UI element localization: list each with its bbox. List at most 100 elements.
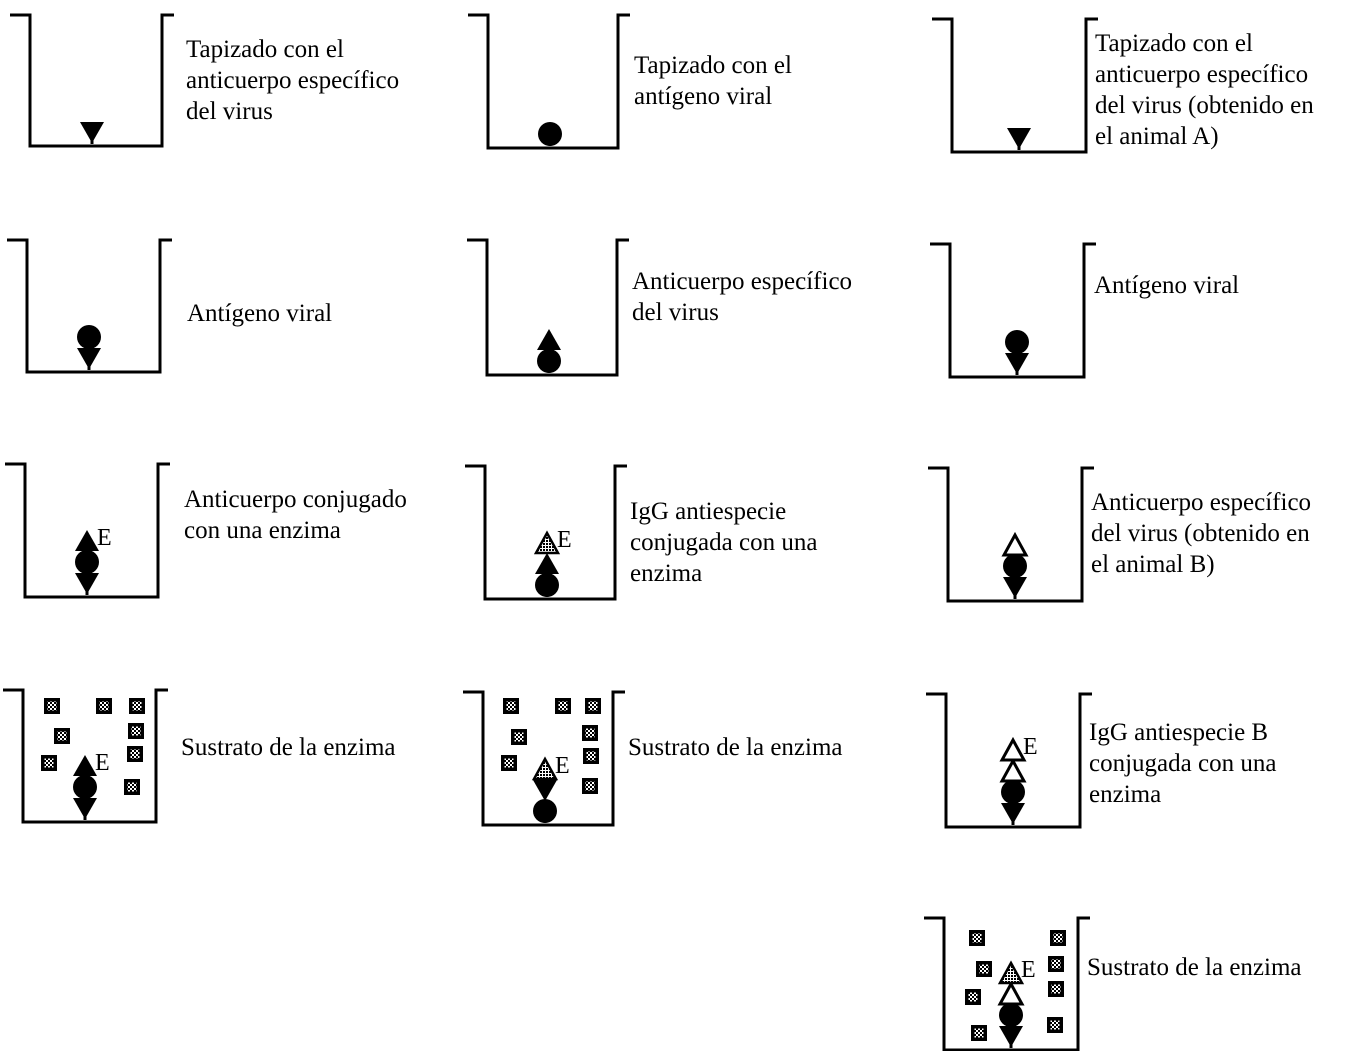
capture-antibody-triangle [1003, 577, 1027, 598]
well-outline [3, 688, 168, 824]
viral-antigen-circle [999, 1003, 1023, 1027]
conjugated-antibody-triangle [531, 756, 559, 781]
capture-antibody-triangle [1007, 128, 1031, 149]
antibody-animal-b-triangle [1001, 531, 1029, 557]
capture-antibody-triangle [80, 122, 104, 143]
substrate-square-center [1053, 933, 1063, 943]
label-line: conjugada con una [1089, 750, 1277, 777]
well-col1-step4: E [3, 688, 168, 824]
step-label-col2-step4: Sustrato de la enzima [628, 732, 843, 763]
enzyme-mark: E [97, 525, 112, 551]
viral-antigen-circle [533, 799, 557, 823]
substrate-square-center [504, 758, 514, 768]
label-line: conjugada con una [630, 529, 818, 556]
label-line: del virus (obtenido en [1091, 520, 1310, 547]
substrate-square-center [1051, 984, 1061, 994]
label-line: Anticuerpo específico [632, 268, 853, 295]
well-outline [465, 464, 627, 601]
label-line: el animal B) [1091, 551, 1215, 578]
substrate-square-center [44, 758, 54, 768]
label-line: Antígeno viral [1094, 272, 1240, 299]
substrate-square-center [1051, 959, 1061, 969]
capture-antibody-triangle [77, 348, 101, 369]
label-line: Sustrato de la enzima [628, 734, 843, 761]
enzyme-mark: E [557, 527, 572, 553]
label-line: antígeno viral [634, 83, 773, 110]
substrate-square-center [588, 701, 598, 711]
substrate-square-center [972, 933, 982, 943]
substrate-square-center [514, 732, 524, 742]
step-label-col3-step2: Antígeno viral [1094, 270, 1239, 301]
label-line: del virus [632, 299, 719, 326]
well-col2-step1 [468, 13, 630, 150]
viral-antigen-circle [77, 325, 101, 349]
capture-antibody-triangle [75, 573, 99, 594]
substrate-square-center [585, 781, 595, 791]
enzyme-mark: E [95, 750, 110, 776]
label-line: con una enzima [184, 517, 341, 544]
well-col3-step3 [928, 466, 1094, 603]
antibody-animal-b-triangle [997, 980, 1025, 1006]
label-line: Anticuerpo específico [1091, 489, 1312, 516]
viral-antigen-circle [537, 349, 561, 373]
substrate-square-center [558, 701, 568, 711]
antibody-animal-b-triangle [999, 757, 1027, 783]
label-line: del virus [186, 98, 273, 125]
substrate-square-center [1050, 1020, 1060, 1030]
label-line: Anticuerpo conjugado [184, 486, 407, 513]
label-line: el animal A) [1095, 123, 1219, 150]
capture-antibody-triangle [533, 780, 557, 801]
conjugated-antibody-triangle [997, 960, 1025, 985]
well-outline [924, 916, 1090, 1051]
substrate-square-center [506, 701, 516, 711]
well-outline [926, 692, 1092, 829]
label-line: enzima [630, 560, 703, 587]
well-col2-step2 [467, 238, 629, 377]
conjugated-antibody-triangle [533, 530, 561, 555]
well-col3-step4: E [926, 692, 1092, 829]
substrate-square-center [979, 964, 989, 974]
label-line: Antígeno viral [187, 300, 333, 327]
capture-antibody-triangle [73, 798, 97, 819]
label-line: enzima [1089, 781, 1162, 808]
enzyme-mark: E [1021, 957, 1036, 983]
viral-antigen-circle [538, 122, 562, 146]
step-label-col2-step2: Anticuerpo específico del virus [632, 266, 852, 328]
viral-antigen-circle [1001, 780, 1025, 804]
antibody-triangle [75, 530, 99, 551]
enzyme-mark: E [555, 753, 570, 779]
label-line: IgG antiespecie [630, 498, 787, 525]
well-col3-step5: E [924, 916, 1090, 1051]
well-outline [7, 238, 172, 374]
antibody-triangle [537, 329, 561, 350]
antibody-triangle [73, 755, 97, 776]
label-line: Sustrato de la enzima [1087, 954, 1302, 981]
substrate-square-center [47, 701, 57, 711]
viral-antigen-circle [535, 573, 559, 597]
viral-antigen-circle [1003, 554, 1027, 578]
step-label-col1-step2: Antígeno viral [187, 298, 332, 329]
substrate-square-center [974, 1028, 984, 1038]
well-col2-step4: E [463, 690, 625, 827]
well-col3-step2 [930, 242, 1096, 379]
well-outline [5, 462, 170, 599]
capture-antibody-triangle [999, 1026, 1023, 1047]
substrate-square-center [586, 751, 596, 761]
label-line: Tapizado con el [634, 52, 792, 79]
well-col3-step1 [932, 17, 1098, 154]
antibody-animal-b-triangle [999, 736, 1027, 762]
antibody-triangle [535, 553, 559, 574]
label-line: del virus (obtenido en [1095, 92, 1314, 119]
well-outline [463, 690, 625, 827]
step-label-col1-step3: Anticuerpo conjugado con una enzima [184, 484, 407, 546]
step-label-col1-step4: Sustrato de la enzima [181, 732, 396, 763]
label-line: anticuerpo específico [186, 67, 400, 94]
label-line: Tapizado con el [1095, 30, 1253, 57]
well-outline [467, 238, 629, 377]
substrate-square-center [57, 731, 67, 741]
substrate-square-center [127, 782, 137, 792]
label-line: Sustrato de la enzima [181, 734, 396, 761]
